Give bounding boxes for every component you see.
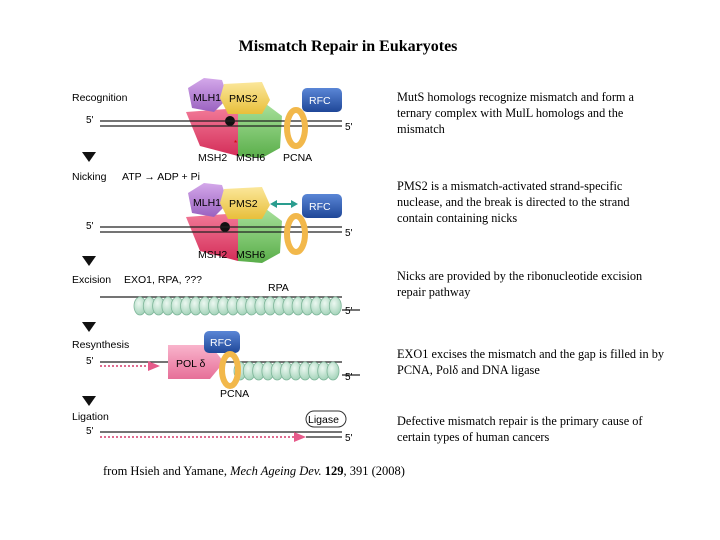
rpa-beads-resynthesis (233, 361, 340, 381)
five-prime-right-2: 5' (345, 228, 353, 239)
down-arrow-1 (82, 152, 96, 162)
label-msh6: MSH6 (236, 249, 265, 261)
label-pms2: PMS2 (229, 198, 258, 210)
ligase-shape (305, 410, 347, 428)
pcna-ring-2 (284, 213, 308, 255)
label-msh2: MSH2 (198, 249, 227, 261)
rpa-beads-excision (133, 296, 342, 316)
stage-label-nicking: Nicking (72, 171, 107, 183)
nicking-reaction: ATP → ADP + Pi (122, 171, 200, 183)
citation-journal: Mech Ageing Dev. (230, 464, 322, 478)
synthesis-arrow-5 (294, 432, 306, 442)
five-prime-right-1: 5' (345, 122, 353, 133)
label-msh6: MSH6 (236, 152, 265, 164)
five-prime-left-1: 5' (86, 115, 94, 126)
msh6-shape (238, 209, 282, 263)
msh6-shape (238, 104, 282, 158)
down-arrow-3 (82, 322, 96, 332)
pcna-ring-4 (219, 351, 241, 389)
description-ligation: Defective mismatch repair is the primary… (397, 414, 643, 444)
pol-delta-shape (168, 345, 224, 379)
stage-label-resynthesis: Resynthesis (72, 339, 129, 351)
five-prime-left-4: 5' (86, 356, 94, 367)
description-recognition: MutS homologs recognize mismatch and for… (397, 90, 635, 136)
label-rpa: RPA (268, 282, 289, 294)
five-prime-right-5: 5' (345, 433, 353, 444)
citation-volume: 129 (324, 464, 344, 478)
five-prime-right-4: 5' (345, 372, 353, 383)
description-resynthesis: EXO1 excises the mismatch and the gap is… (397, 347, 665, 377)
synthesis-arrow-4 (148, 361, 160, 371)
label-mlh1: MLH1 (193, 92, 221, 104)
label-rfc-2: RFC (309, 201, 331, 213)
pms2-shape (220, 187, 270, 219)
label-msh2: MSH2 (198, 152, 227, 164)
stage-label-ligation: Ligation (72, 411, 109, 423)
nick-arrow-head-right (291, 200, 298, 208)
label-pcna-4: PCNA (220, 388, 249, 400)
star-marker: * (234, 139, 237, 148)
mlh1-shape (188, 78, 228, 112)
excision-factors: EXO1, RPA, ??? (124, 274, 202, 286)
label-pms2: PMS2 (229, 93, 258, 105)
five-prime-left-5: 5' (86, 426, 94, 437)
citation: from Hsieh and Yamane, Mech Ageing Dev. … (103, 464, 405, 479)
rpa-bead (328, 296, 342, 316)
description-nicking: PMS2 is a mismatch-activated strand-spec… (397, 179, 630, 225)
nick-arrow-head-left (270, 200, 277, 208)
complex-recognition: MLH1 PMS2 * MSH2 MSH6 (186, 78, 282, 164)
stage-label-excision: Excision (72, 274, 111, 286)
label-rfc-1: RFC (309, 95, 331, 107)
label-mlh1: MLH1 (193, 197, 221, 209)
rfc-shape-4 (204, 331, 240, 353)
description-excision: Nicks are provided by the ribonucleotide… (397, 269, 643, 299)
page-title: Mismatch Repair in Eukaryotes (238, 38, 458, 55)
label-rfc-4: RFC (210, 337, 232, 349)
citation-prefix: from Hsieh and Yamane, (103, 464, 231, 478)
label-pol-delta: POL δ (176, 358, 206, 370)
five-prime-right-3: 5' (345, 306, 353, 317)
mlh1-shape (188, 183, 228, 217)
pcna-ring-1 (284, 107, 308, 149)
five-prime-left-2: 5' (86, 221, 94, 232)
citation-rest: , 391 (2008) (343, 464, 405, 478)
label-ligase: Ligase (308, 414, 339, 426)
rfc-shape-1 (302, 88, 342, 112)
rpa-bead (326, 361, 340, 381)
rfc-shape-2 (302, 194, 342, 218)
down-arrow-2 (82, 256, 96, 266)
pms2-shape (220, 82, 270, 114)
down-arrow-4 (82, 396, 96, 406)
stage-label-recognition: Recognition (72, 92, 128, 104)
complex-nicking: MLH1 PMS2 MSH2 MSH6 (186, 183, 282, 263)
label-pcna-1: PCNA (283, 152, 312, 164)
